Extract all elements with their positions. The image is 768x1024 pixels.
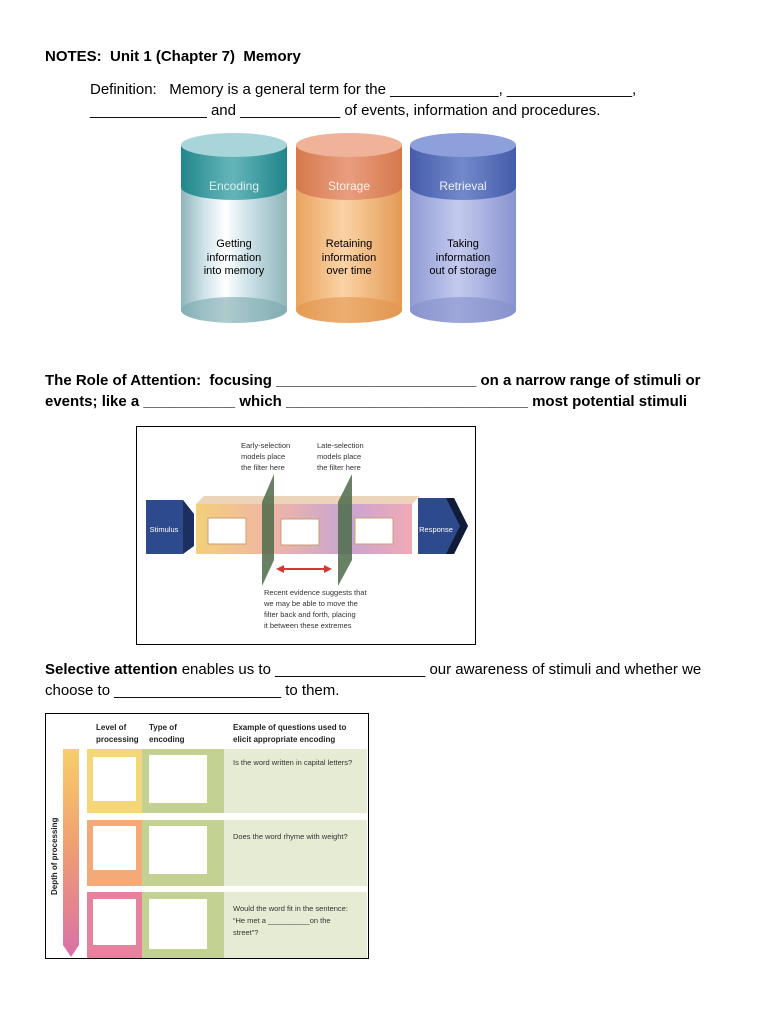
attention-filter-figure: Early-selection models place the filter … [136, 426, 476, 645]
recent-label-2: we may be able to move the [263, 599, 358, 608]
header-type-1: Type of [149, 723, 177, 732]
attention-line-1: The Role of Attention: focusing ________… [45, 372, 701, 389]
depth-row-2: Does the word rhyme with weight? [87, 820, 367, 886]
late-label-2: models place [317, 452, 361, 461]
blank-box-1 [207, 517, 247, 545]
blank-level-1 [93, 757, 136, 801]
header-type-2: encoding [149, 735, 185, 744]
stimulus-label: Stimulus [150, 525, 179, 534]
retrieval-cylinder: Retrieval Taking information out of stor… [410, 133, 516, 323]
question-2-line-1: Does the word rhyme with weight? [233, 832, 348, 841]
memory-process-figure: Encoding Getting information into memory… [181, 133, 516, 323]
early-label-1: Early-selection [241, 441, 290, 450]
blank-type-2 [149, 826, 207, 874]
blank-type-1 [149, 755, 207, 803]
blank-box-2 [280, 518, 320, 546]
retrieval-desc-3: out of storage [429, 265, 496, 277]
header-example-1: Example of questions used to [233, 723, 346, 732]
late-label-3: the filter here [317, 463, 361, 472]
retrieval-desc-2: information [436, 252, 490, 264]
header-level-1: Level of [96, 723, 127, 732]
storage-title: Storage [328, 179, 370, 193]
header-level-2: processing [96, 735, 139, 744]
question-3-line-2: “He met a __________on the [233, 916, 331, 925]
blank-box-3 [354, 517, 394, 545]
depth-row-3: Would the word fit in the sentence: “He … [87, 892, 367, 958]
recent-label-1: Recent evidence suggests that [264, 588, 367, 597]
early-label-2: models place [241, 452, 285, 461]
blank-level-2 [93, 826, 136, 870]
late-label-1: Late-selection [317, 441, 364, 450]
storage-desc-3: over time [326, 265, 371, 277]
encoding-desc-2: information [207, 252, 261, 264]
recent-label-3: filter back and forth, placing [264, 610, 356, 619]
selective-line-1-rest: enables us to __________________ our awa… [177, 661, 702, 678]
header-example-2: elicit appropriate encoding [233, 735, 335, 744]
recent-label-4: it between these extremes [264, 621, 352, 630]
depth-axis-label: Depth of processing [50, 818, 59, 895]
definition-line-1: Definition: Memory is a general term for… [90, 81, 637, 98]
attention-line-2: events; like a ___________ which _______… [45, 393, 688, 410]
blank-type-3 [149, 899, 207, 949]
storage-desc-2: information [322, 252, 376, 264]
depth-processing-figure: Level of processing Type of encoding Exa… [45, 713, 369, 959]
early-label-3: the filter here [241, 463, 285, 472]
late-filter [338, 474, 352, 586]
storage-desc-1: Retaining [326, 238, 372, 250]
encoding-cylinder: Encoding Getting information into memory [181, 133, 287, 323]
question-3-line-1: Would the word fit in the sentence: [233, 904, 348, 913]
selective-line-2: choose to ____________________ to them. [45, 682, 340, 699]
encoding-desc-1: Getting [216, 238, 251, 250]
depth-row-1: Is the word written in capital letters? [87, 749, 367, 813]
early-filter [262, 474, 274, 586]
move-arrow [276, 565, 332, 573]
stimulus-box: Stimulus [146, 500, 194, 554]
question-3-line-3: street”? [233, 928, 258, 937]
definition-line-2: ______________ and ____________ of event… [90, 102, 601, 119]
response-box: Response [418, 498, 468, 554]
response-label: Response [419, 525, 453, 534]
retrieval-desc-1: Taking [447, 238, 479, 250]
selective-line-1: Selective attention enables us to ______… [45, 659, 701, 680]
question-1-line-1: Is the word written in capital letters? [233, 758, 352, 767]
page-title: NOTES: Unit 1 (Chapter 7) Memory [45, 48, 301, 65]
selective-term: Selective attention [45, 661, 178, 678]
depth-axis-bar [63, 749, 79, 957]
storage-cylinder: Storage Retaining information over time [296, 133, 402, 323]
blank-level-3 [93, 899, 136, 945]
encoding-title: Encoding [209, 179, 259, 193]
retrieval-title: Retrieval [439, 179, 486, 193]
encoding-desc-3: into memory [204, 265, 265, 277]
